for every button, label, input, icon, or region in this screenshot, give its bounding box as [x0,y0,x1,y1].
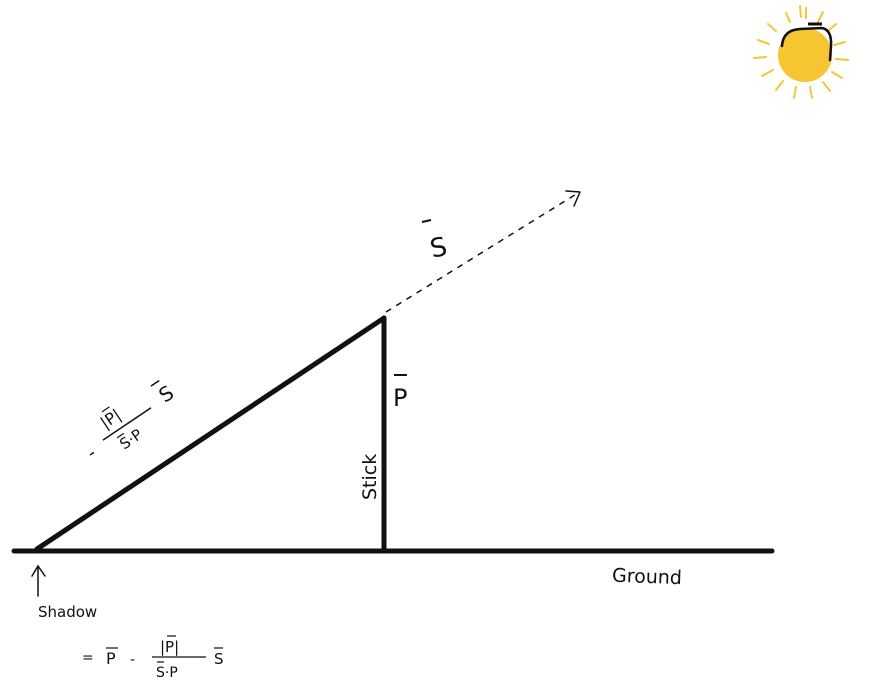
hyp-minus-label: - [83,443,100,464]
hyp-fraction-bar [102,407,152,441]
hyp-denominator-bar [116,432,125,439]
sun-direction-dashed-line [385,192,579,313]
shadow-label: Shadow [38,603,97,621]
ground-label: Ground [612,565,683,589]
sun-icon [753,5,849,99]
shadow-ray-line [34,315,387,552]
formula-s: S [214,650,224,668]
sun-vector-label: S [428,232,450,265]
hyp-vector-label: S [154,380,178,407]
formula-equals: = [82,650,94,666]
hyp-denominator-label: S·P [116,425,145,453]
hyp-numerator-bar [101,406,110,413]
formula-p: P [106,649,116,668]
sun-vector-bar [421,219,432,223]
formula-numerator: |P| [160,638,179,656]
stick-vector-label: P [393,384,407,412]
shadow-arrow-icon [31,564,46,597]
formula-denominator: S·P [156,665,178,681]
shadow-formula: = P - |P| S·P S [82,635,224,681]
arrowhead-icon [565,190,581,207]
formula-minus: - [130,652,135,668]
hypotenuse-expression: - |P| S·P S [83,379,178,464]
stick-label: Stick [359,454,381,500]
hyp-vector-bar [150,379,160,387]
